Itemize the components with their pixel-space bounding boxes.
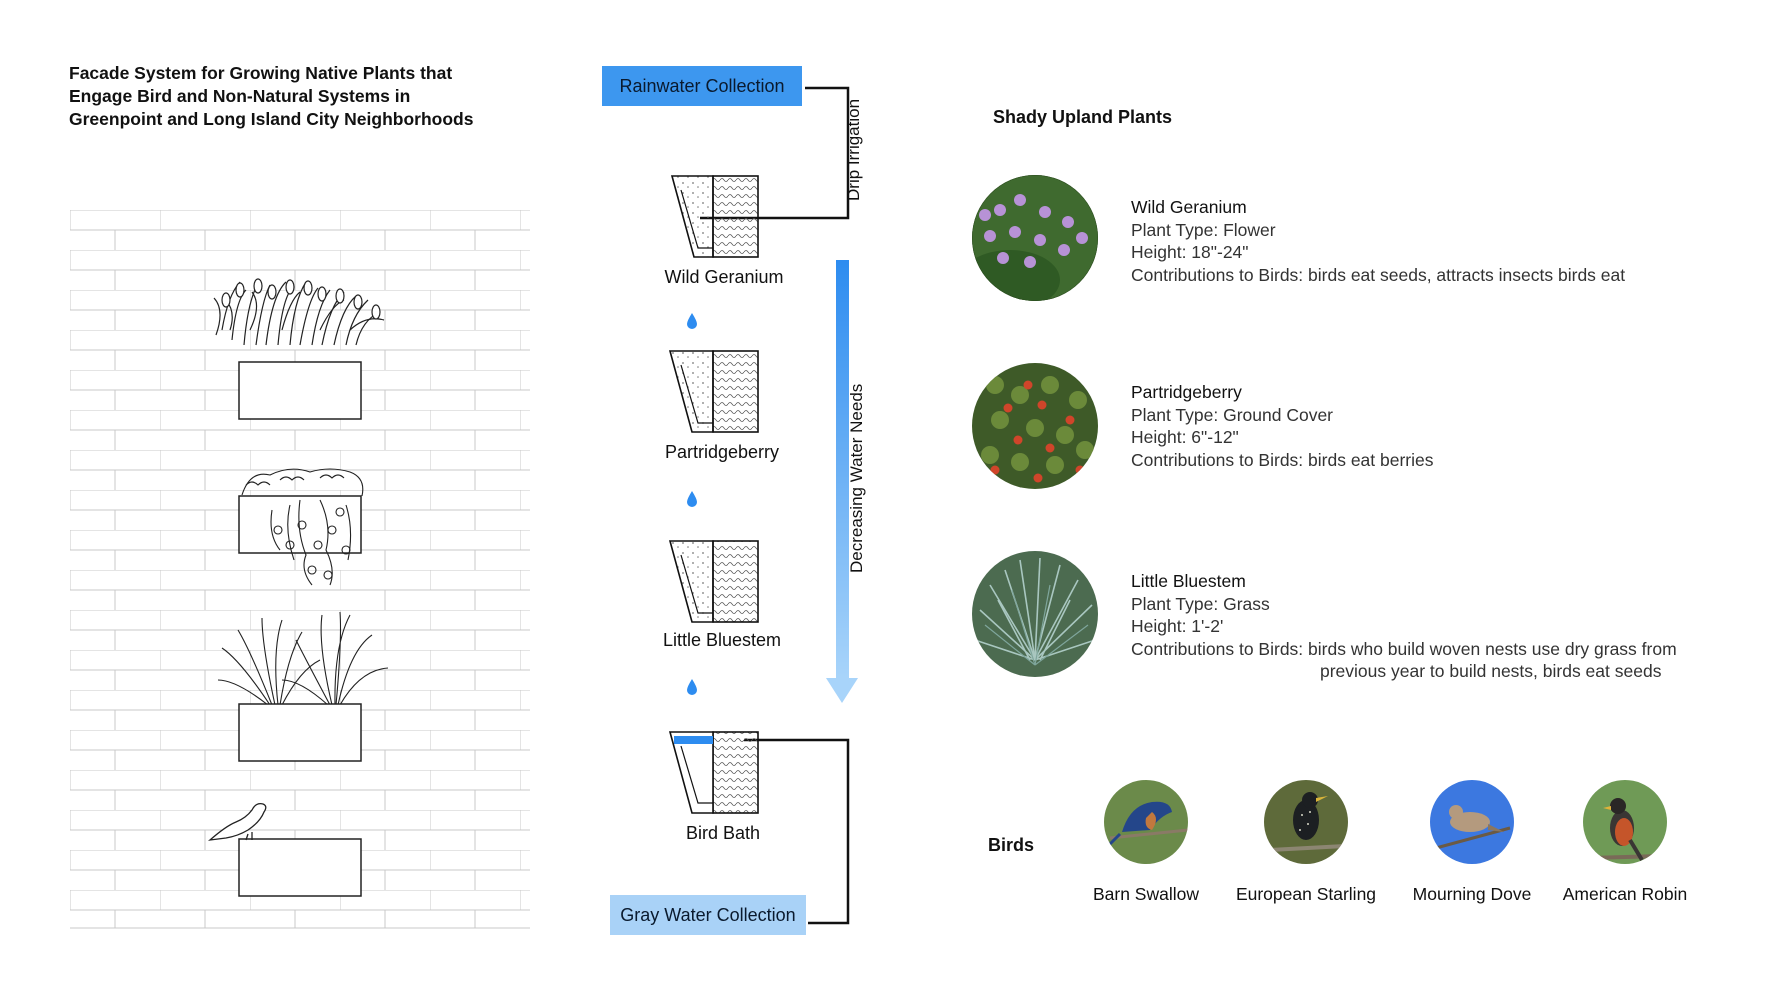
stage-label-little-bluestem: Little Bluestem — [662, 630, 782, 650]
title-line-1: Facade System for Growing Native Plants … — [69, 63, 453, 83]
mourning-dove-photo — [1430, 780, 1514, 864]
plant-type: Plant Type: Ground Cover — [1131, 404, 1334, 425]
brick-wall — [70, 210, 530, 929]
wall-planter-geranium — [213, 278, 385, 420]
decreasing-water-arrow — [826, 260, 858, 703]
plant-contribution: Contributions to Birds: birds eat berrie… — [1131, 449, 1434, 470]
bird-label-european-starling: European Starling — [1235, 884, 1377, 904]
plant-name: Little Bluestem — [1131, 571, 1246, 591]
plant-info-little-bluestem: Little Bluestem Plant Type: Grass Height… — [1131, 570, 1677, 683]
plant-name: Wild Geranium — [1131, 197, 1247, 217]
bird-label-american-robin: American Robin — [1562, 884, 1688, 904]
plant-height: Height: 18"-24" — [1131, 242, 1249, 262]
page-title: Facade System for Growing Native Plants … — [69, 62, 529, 131]
plant-contribution: Contributions to Birds: birds who build … — [1131, 638, 1677, 659]
rainwater-collection-label: Rainwater Collection — [619, 75, 785, 96]
plant-type: Plant Type: Grass — [1131, 593, 1270, 614]
plant-info-partridgeberry: Partridgeberry Plant Type: Ground Cover … — [1131, 381, 1434, 471]
european-starling-photo — [1264, 780, 1348, 864]
gray-water-collection-box: Gray Water Collection — [610, 895, 806, 935]
planter-section-2 — [668, 350, 759, 433]
little-bluestem-photo — [972, 551, 1098, 677]
bird-label-barn-swallow: Barn Swallow — [1092, 884, 1200, 904]
water-drop-icon — [687, 313, 697, 695]
stage-label-wild-geranium: Wild Geranium — [664, 267, 784, 287]
partridgeberry-photo — [972, 363, 1098, 489]
rainwater-collection-box: Rainwater Collection — [602, 66, 802, 106]
plant-info-wild-geranium: Wild Geranium Plant Type: Flower Height:… — [1131, 196, 1625, 286]
plants-section-heading: Shady Upland Plants — [993, 107, 1173, 127]
planter-section-1 — [670, 175, 759, 258]
title-line-2: Engage Bird and Non-Natural Systems in — [69, 86, 411, 106]
plant-type: Plant Type: Flower — [1131, 219, 1276, 240]
wild-geranium-photo — [972, 175, 1098, 301]
stage-label-bird-bath: Bird Bath — [685, 823, 761, 843]
gray-water-collection-label: Gray Water Collection — [620, 904, 796, 925]
plant-contribution-cont: previous year to build nests, birds eat … — [1320, 661, 1662, 681]
birds-section-heading: Birds — [988, 835, 1035, 855]
planter-section-birdbath — [668, 731, 759, 814]
plant-name: Partridgeberry — [1131, 382, 1242, 402]
planter-section-3 — [668, 540, 759, 623]
barn-swallow-photo — [1104, 780, 1188, 864]
flow-lines — [700, 86, 850, 925]
plant-height: Height: 6"-12" — [1131, 427, 1239, 447]
wall-planter-bluestem — [217, 611, 389, 762]
title-line-3: Greenpoint and Long Island City Neighbor… — [69, 109, 474, 129]
drip-irrigation-label: Drip Irrigation — [844, 98, 863, 201]
bird-label-mourning-dove: Mourning Dove — [1412, 884, 1532, 904]
stage-label-partridgeberry: Partridgeberry — [664, 442, 780, 462]
plant-height: Height: 1'-2' — [1131, 616, 1224, 636]
wall-planter-birdbath — [207, 802, 362, 897]
plant-contribution: Contributions to Birds: birds eat seeds,… — [1131, 264, 1626, 285]
decreasing-water-label: Decreasing Water Needs — [847, 383, 866, 573]
wall-planter-partridgeberry — [238, 468, 364, 586]
american-robin-photo — [1583, 780, 1667, 864]
